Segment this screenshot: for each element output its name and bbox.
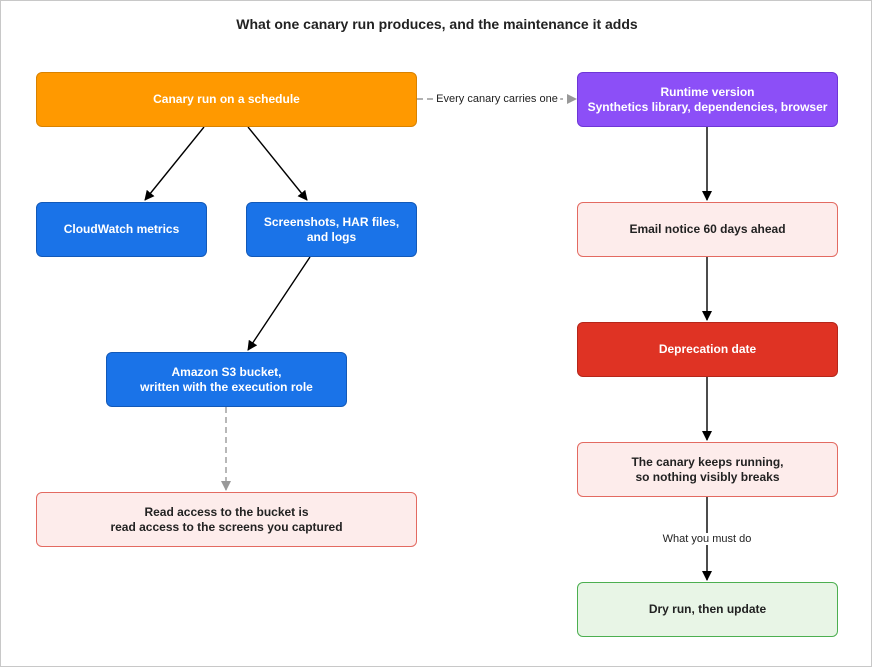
node-read-access: Read access to the bucket is read access… [36,492,417,547]
edge-label-must-do: What you must do [660,533,754,545]
edge-run-to-cloudwatch [144,126,205,201]
diagram-title: What one canary run produces, and the ma… [236,16,638,32]
node-dry-run: Dry run, then update [577,582,838,637]
edge-run-to-artifacts [247,126,308,201]
node-s3-bucket: Amazon S3 bucket, written with the execu… [106,352,347,407]
node-keeps-running: The canary keeps running, so nothing vis… [577,442,838,497]
node-runtime-version: Runtime version Synthetics library, depe… [577,72,838,127]
node-deprecation-date: Deprecation date [577,322,838,377]
node-cloudwatch-metrics: CloudWatch metrics [36,202,207,257]
node-artifacts: Screenshots, HAR files, and logs [246,202,417,257]
node-email-notice: Email notice 60 days ahead [577,202,838,257]
node-canary-run: Canary run on a schedule [36,72,417,127]
edge-artifacts-to-s3 [247,256,311,351]
edge-label-carries: Every canary carries one [434,93,560,105]
